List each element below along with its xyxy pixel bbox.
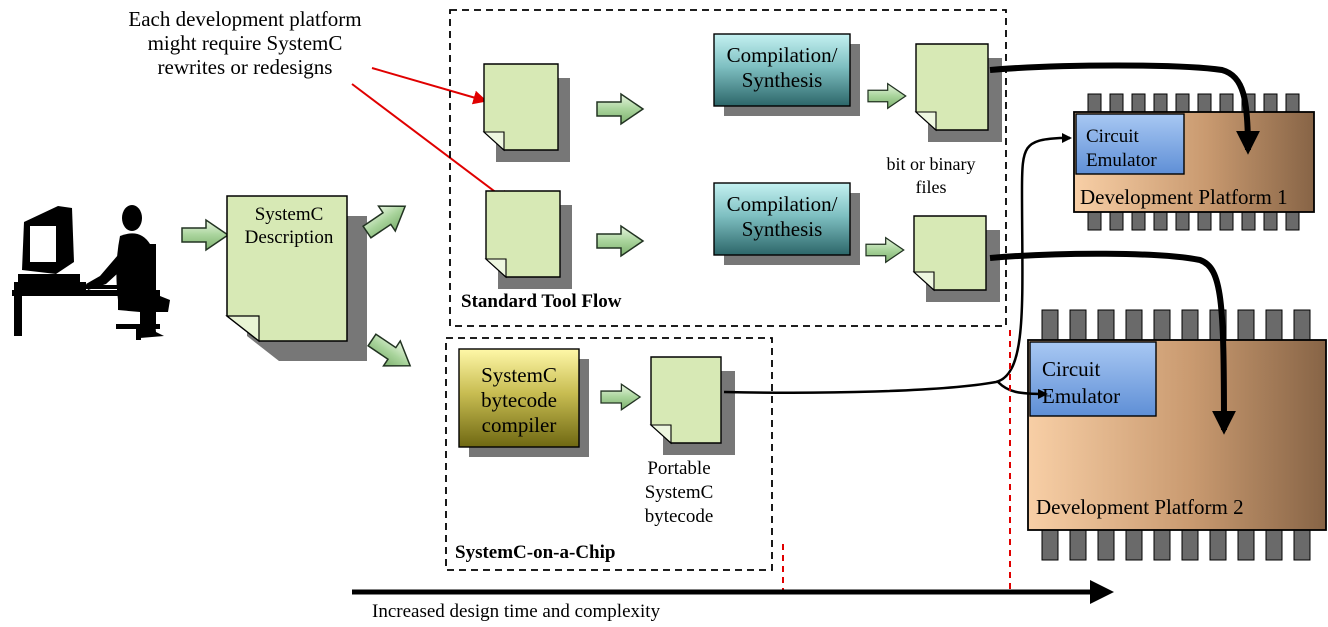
connector-bottom-bit-to-platform-2 <box>989 250 1236 435</box>
designer-at-computer-icon <box>12 205 170 340</box>
source-doc-bottom <box>484 190 572 289</box>
bytecode-line-1: Portable <box>647 458 710 479</box>
platform-2-pins-bottom <box>1041 529 1311 561</box>
standard-tool-flow-label: Standard Tool Flow <box>461 291 622 312</box>
annotation-text: Each development platform might require … <box>128 7 361 79</box>
compile-bottom-line-2: Synthesis <box>742 217 823 241</box>
soc-flow-label: SystemC-on-a-Chip <box>455 542 615 563</box>
bytecode-line-3: bytecode <box>645 506 714 527</box>
compiler-line-1: SystemC <box>481 363 557 387</box>
platform-2-label: Development Platform 2 <box>1036 495 1244 519</box>
bytecode-line-2: SystemC <box>645 482 714 503</box>
compile-top-line-1: Compilation/ <box>727 43 838 67</box>
bytecode-doc <box>649 356 735 455</box>
description-line-1: SystemC <box>255 204 324 225</box>
callout-arrow-bottom <box>351 83 512 204</box>
arrow-to-compile-top <box>596 93 644 125</box>
standard-tool-flow-box <box>449 9 1007 327</box>
soc-flow-box <box>445 337 773 571</box>
arrow-to-description <box>181 219 229 251</box>
systemc-description-doc: SystemC Description <box>225 195 367 361</box>
connector-top-bit-to-platform-1 <box>989 62 1260 155</box>
platform-1-pins-bottom <box>1087 211 1300 231</box>
platform-1-label: Development Platform 1 <box>1080 185 1288 209</box>
arrow-to-bit-bottom <box>865 237 905 263</box>
emulator-2-line-2: Emulator <box>1042 384 1120 408</box>
arrow-to-soc-flow <box>362 326 420 379</box>
compiler-line-2: bytecode <box>481 388 557 412</box>
platform-2-pins-top <box>1041 309 1311 341</box>
connector-bytecode-to-platform-1 <box>723 133 1072 394</box>
source-doc-top <box>482 63 570 162</box>
circuit-emulator-2 <box>1029 341 1157 417</box>
compile-bottom-line-1: Compilation/ <box>727 192 838 216</box>
emulator-1-line-2: Emulator <box>1086 150 1157 171</box>
bytecode-compiler-box: SystemC bytecode compiler <box>458 348 589 457</box>
compilation-box-top: Compilation/ Synthesis <box>713 33 860 116</box>
development-platform-1: Circuit Emulator Development Platform 1 <box>1073 93 1315 231</box>
annotation-line-3: rewrites or redesigns <box>158 55 333 79</box>
complexity-axis-arrowhead <box>1090 580 1114 604</box>
arrow-to-compile-bottom <box>596 225 644 257</box>
arrow-to-bit-top <box>867 83 907 109</box>
annotation-line-2: might require SystemC <box>148 31 343 55</box>
circuit-emulator-1 <box>1075 113 1185 175</box>
callout-arrow-top <box>371 67 488 105</box>
emulator-2-line-1: Circuit <box>1042 357 1100 381</box>
annotation-line-1: Each development platform <box>128 7 361 31</box>
bit-file-doc-top <box>914 43 1002 142</box>
bit-file-doc-bottom <box>912 215 1000 302</box>
bit-files-line-1: bit or binary <box>887 154 976 174</box>
emulator-1-line-1: Circuit <box>1086 126 1139 147</box>
complexity-axis-label: Increased design time and complexity <box>372 601 661 622</box>
development-platform-2: Circuit Emulator Development Platform 2 <box>1027 309 1327 561</box>
description-line-2: Description <box>245 227 334 248</box>
platform-1-pins-top <box>1087 93 1300 113</box>
bit-files-line-2: files <box>916 177 947 197</box>
arrow-to-bytecode <box>600 383 641 411</box>
connector-bytecode-to-platform-2 <box>997 381 1048 399</box>
compilation-box-bottom: Compilation/ Synthesis <box>713 182 860 265</box>
compile-top-line-2: Synthesis <box>742 68 823 92</box>
compiler-line-3: compiler <box>482 413 557 437</box>
